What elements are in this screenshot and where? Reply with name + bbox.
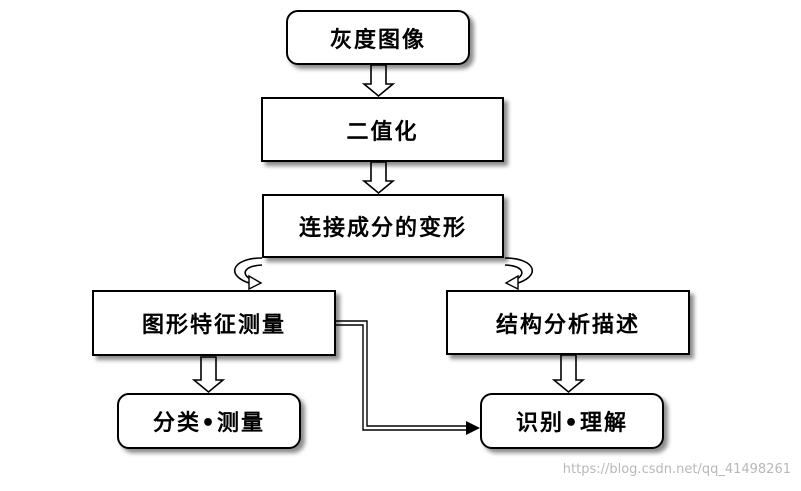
watermark: https://blog.csdn.net/qq_41498261 — [562, 462, 791, 477]
arrow-feature-to-classification — [191, 356, 226, 394]
arrow-structure-to-recognition — [551, 354, 586, 394]
node-classification-measurement: 分类•测量 — [117, 393, 301, 449]
arrow-gray-to-binary — [361, 64, 396, 98]
node-structure-analysis: 结构分析描述 — [446, 290, 690, 355]
node-grayscale-image-label: 灰度图像 — [329, 27, 426, 53]
arrow-binary-to-transform — [361, 161, 396, 195]
node-component-transform-label: 连接成分的变形 — [298, 216, 467, 241]
node-shape-feature-measurement: 图形特征测量 — [92, 290, 336, 356]
curved-arrow-left — [233, 257, 263, 291]
node-binarization-label: 二值化 — [346, 119, 419, 145]
curved-arrow-right — [504, 257, 534, 291]
node-classification-measurement-label: 分类•测量 — [152, 411, 266, 436]
connector-feature-to-recognition — [336, 320, 480, 435]
node-recognition-understanding-label: 识别•理解 — [515, 411, 629, 436]
node-component-transform: 连接成分的变形 — [262, 194, 504, 258]
node-binarization: 二值化 — [261, 97, 504, 162]
node-recognition-understanding: 识别•理解 — [480, 393, 664, 449]
node-grayscale-image: 灰度图像 — [286, 10, 470, 65]
node-structure-analysis-label: 结构分析描述 — [495, 312, 640, 338]
node-shape-feature-measurement-label: 图形特征测量 — [141, 313, 286, 338]
